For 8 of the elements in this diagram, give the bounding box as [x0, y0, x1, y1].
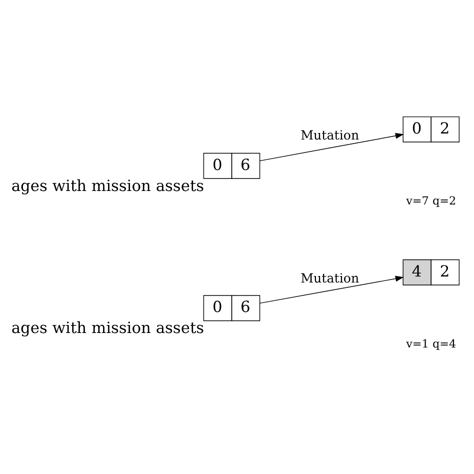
arrow	[260, 132, 404, 162]
edge-label: Mutation	[300, 128, 360, 143]
node-label: ages with mission assets	[11, 176, 204, 195]
edge-label: Mutation	[300, 270, 360, 286]
label: v=7 q=2	[406, 194, 456, 208]
node-label: ages with mission assets	[11, 319, 204, 338]
arrow	[260, 276, 404, 304]
label: v=1 q=4	[406, 337, 456, 350]
